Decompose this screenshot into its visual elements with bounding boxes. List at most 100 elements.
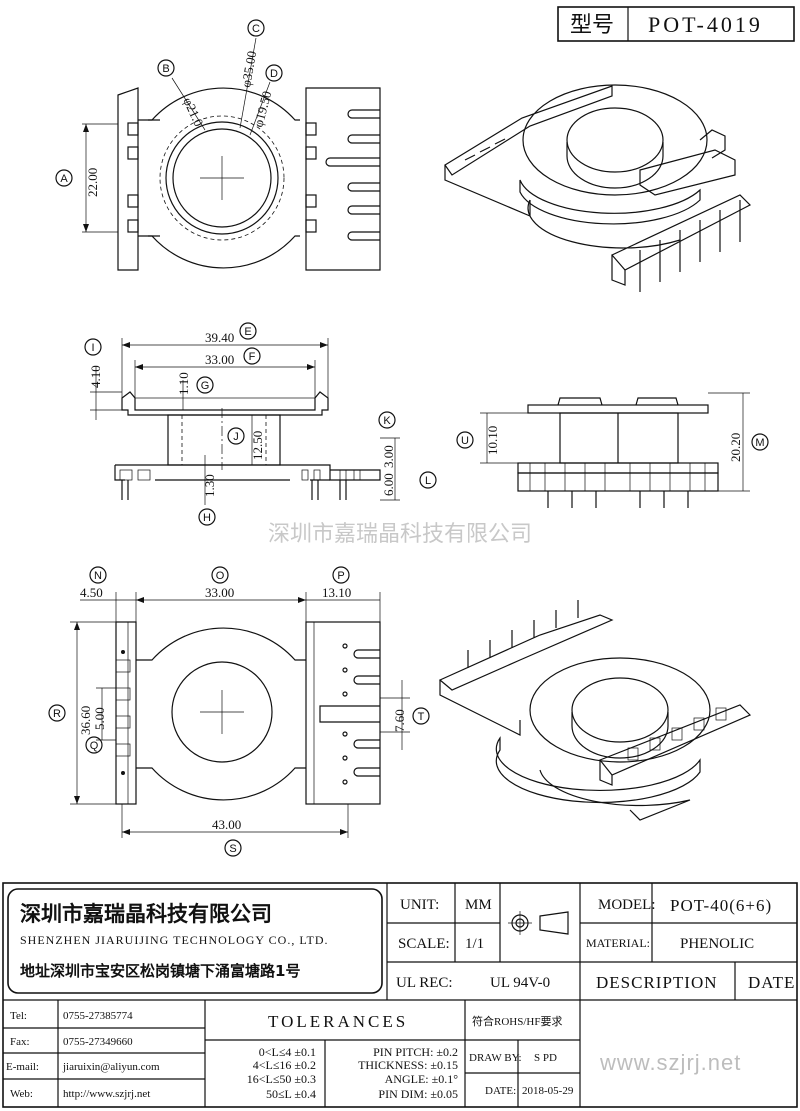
contact-web-value: http://www.szjrj.net	[63, 1088, 150, 1100]
dim-P-value: 13.10	[322, 585, 351, 600]
dim-A-value: 22.00	[85, 168, 100, 197]
company-address: 地址深圳市宝安区松岗镇塘下涌富塘路1号	[20, 962, 300, 980]
callouts: A B C D E F G H I J K L M N O P Q R S T …	[48, 19, 769, 857]
description-label: DESCRIPTION	[596, 973, 718, 992]
dim-R-value: 36.60	[78, 706, 93, 735]
dim-L-value: 6.00	[381, 473, 396, 496]
dim-N-value: 4.50	[80, 585, 103, 600]
tolerances-label: TOLERANCES	[268, 1012, 408, 1031]
company-name-en: SHENZHEN JIARUIJING TECHNOLOGY CO., LTD.	[20, 933, 329, 947]
callout-K: K	[378, 411, 396, 429]
dim-K-value: 3.00	[381, 445, 396, 468]
contact-web-label: Web:	[10, 1088, 33, 1100]
unit-label: UNIT:	[400, 897, 439, 913]
company-name-cn: 深圳市嘉瑞晶科技有限公司	[20, 902, 272, 926]
pin-row-2: THICKNESS: ±0.15	[358, 1058, 458, 1072]
material-value: PHENOLIC	[680, 936, 754, 952]
date-row-label: DATE:	[485, 1085, 516, 1097]
svg-text:G: G	[201, 380, 210, 392]
callout-C: C	[247, 19, 265, 37]
svg-text:O: O	[216, 570, 225, 582]
callout-B: B	[157, 59, 175, 77]
type-label: 型号	[570, 13, 614, 38]
unit-value: MM	[465, 897, 492, 913]
dim-M-value: 20.20	[728, 433, 743, 462]
contact-fax-value: 0755-27349660	[63, 1036, 133, 1048]
callout-S: S	[224, 839, 242, 857]
dim-B-value: φ21.0	[180, 95, 206, 129]
date-label: DATE	[748, 973, 795, 992]
svg-text:J: J	[233, 431, 239, 443]
bottom-view: 33.00 4.50 13.10 36.60 5.00 43.00 7.60	[70, 585, 410, 838]
dim-Q-value: 5.00	[92, 707, 107, 730]
ulrec-label: UL REC:	[396, 975, 453, 991]
dim-F-value: 33.00	[205, 352, 234, 367]
dim-G-value: 1.10	[176, 372, 191, 395]
callout-U: U	[456, 431, 474, 449]
svg-text:U: U	[461, 435, 469, 447]
dim-D-value: φ19.50	[250, 89, 274, 128]
contact-tel-value: 0755-27385774	[63, 1010, 133, 1022]
dim-E-value: 39.40	[205, 330, 234, 345]
header-box: 型号 POT-4019	[557, 6, 795, 42]
svg-text:H: H	[203, 512, 211, 524]
callout-I: I	[84, 338, 102, 356]
svg-text:N: N	[94, 570, 102, 582]
dim-S-value: 43.00	[212, 817, 241, 832]
tol-row-2: 4<L≤16 ±0.2	[253, 1058, 316, 1072]
svg-text:M: M	[755, 437, 764, 449]
callout-G: G	[196, 376, 214, 394]
pin-row-4: PIN DIM: ±0.05	[378, 1087, 458, 1101]
tol-row-4: 50≤L ±0.4	[266, 1087, 316, 1101]
side-view-right: 10.10 20.20	[480, 392, 750, 508]
website-watermark: www.szjrj.net	[599, 1050, 741, 1075]
contact-fax-label: Fax:	[10, 1036, 30, 1048]
callout-L: L	[419, 471, 437, 489]
projection-symbol-icon	[508, 911, 569, 935]
iso-view-bottom	[438, 600, 752, 821]
svg-text:L: L	[425, 475, 431, 487]
dim-J-value: 12.50	[250, 431, 265, 460]
callout-J: J	[227, 427, 245, 445]
callout-N: N	[89, 566, 107, 584]
svg-text:Q: Q	[90, 740, 99, 752]
side-view: 39.40 33.00 4.10 1.10 12.50 1.30 3.00 6.…	[88, 330, 400, 505]
callout-H: H	[198, 508, 216, 526]
svg-text:R: R	[53, 708, 61, 720]
svg-text:C: C	[252, 23, 260, 35]
type-value: POT-4019	[648, 12, 763, 37]
callout-T: T	[412, 707, 430, 725]
svg-text:A: A	[60, 173, 68, 185]
callout-E: E	[239, 322, 257, 340]
svg-text:D: D	[270, 68, 278, 80]
dim-O-value: 33.00	[205, 585, 234, 600]
model-label: MODEL:	[598, 897, 656, 913]
iso-view-top	[444, 84, 752, 292]
material-label: MATERIAL:	[586, 936, 650, 950]
dim-H-value: 1.30	[202, 474, 217, 497]
dim-C-value: φ35.00	[238, 50, 259, 89]
model-value: POT-40(6+6)	[670, 896, 772, 915]
svg-text:T: T	[418, 711, 425, 723]
callout-R: R	[48, 704, 66, 722]
svg-text:K: K	[383, 415, 391, 427]
contact-email-value: jiaruixin@aliyun.com	[62, 1061, 160, 1073]
svg-text:P: P	[337, 570, 344, 582]
svg-text:S: S	[229, 843, 236, 855]
pin-row-1: PIN PITCH: ±0.2	[373, 1045, 458, 1059]
svg-text:F: F	[249, 351, 256, 363]
scale-label: SCALE:	[398, 936, 450, 952]
callout-Q: Q	[85, 736, 103, 754]
callout-P: P	[332, 566, 350, 584]
watermark-text: 深圳市嘉瑞晶科技有限公司	[268, 522, 532, 547]
pin-row-3: ANGLE: ±0.1°	[385, 1072, 459, 1086]
dim-I-value: 4.10	[88, 365, 103, 388]
tol-row-3: 16<L≤50 ±0.3	[247, 1072, 316, 1086]
top-view: 22.00 φ21.0 φ35.00 φ19.50	[82, 37, 381, 271]
contact-email-label: E-mail:	[6, 1061, 39, 1073]
callout-M: M	[751, 433, 769, 451]
scale-value: 1/1	[465, 936, 484, 952]
svg-text:B: B	[162, 63, 169, 75]
svg-text:E: E	[244, 326, 251, 338]
